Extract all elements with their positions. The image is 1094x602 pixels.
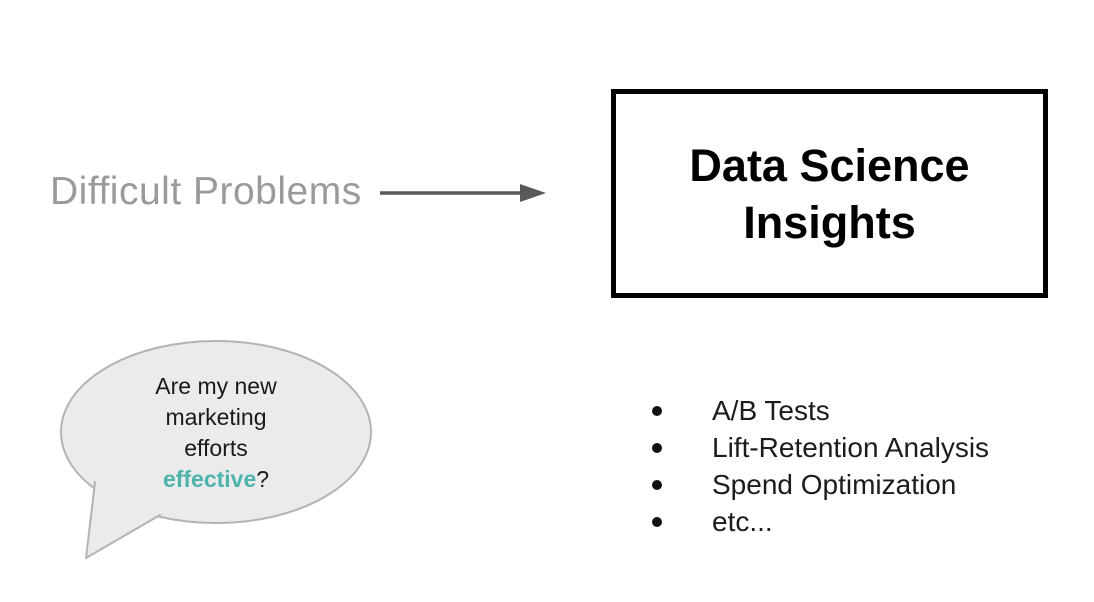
list-item: Spend Optimization	[652, 466, 989, 503]
bullet-icon	[652, 405, 662, 416]
list-item-label: A/B Tests	[712, 394, 830, 426]
bubble-text-line2: marketing	[165, 404, 267, 430]
methods-bullet-list: A/B Tests Lift-Retention Analysis Spend …	[652, 392, 989, 540]
bubble-text-line1: Are my new	[155, 373, 277, 399]
bubble-highlight-word: effective	[162, 466, 257, 492]
insights-box-title-line1: Data Science	[689, 139, 970, 191]
difficult-problems-label: Difficult Problems	[50, 170, 362, 213]
list-item: A/B Tests	[652, 392, 989, 429]
bubble-text-line4: effective?	[106, 464, 326, 495]
list-item: Lift-Retention Analysis	[652, 429, 989, 466]
speech-bubble-text: Are my new marketing efforts effective?	[106, 371, 326, 495]
data-science-insights-box: Data Science Insights	[611, 89, 1048, 298]
right-arrow-icon	[380, 184, 546, 202]
list-item-label: Lift-Retention Analysis	[712, 431, 990, 463]
bullet-icon	[652, 479, 662, 490]
bullet-icon	[652, 442, 662, 453]
list-item-label: Spend Optimization	[712, 468, 957, 500]
bubble-text-line3: efforts	[184, 435, 248, 461]
list-item: etc...	[652, 503, 989, 540]
insights-box-title-line2: Insights	[743, 196, 916, 248]
bullet-icon	[652, 516, 662, 527]
speech-bubble-shape	[60, 340, 372, 559]
list-item-label: etc...	[712, 505, 773, 537]
bubble-question-mark: ?	[256, 466, 270, 492]
